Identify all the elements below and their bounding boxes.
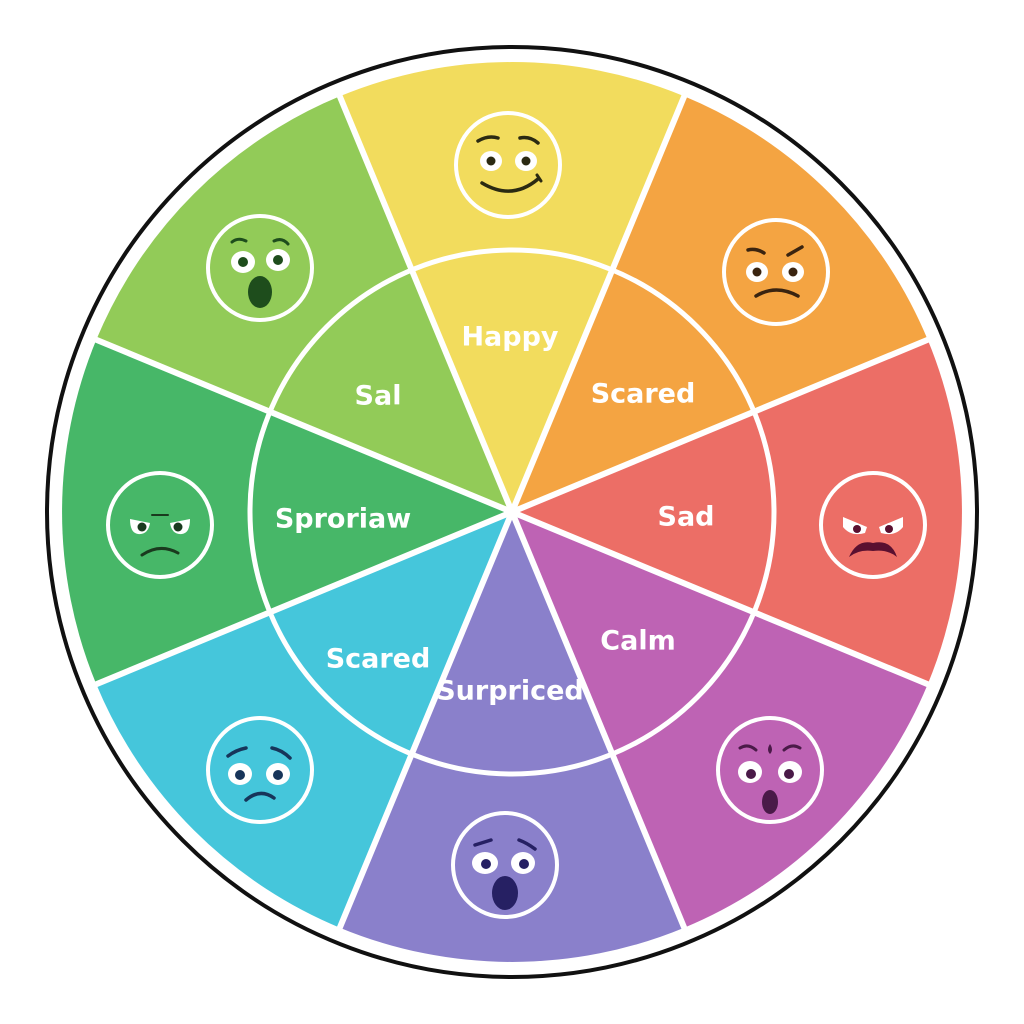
sector-divider — [93, 336, 514, 515]
sector-sal — [96, 96, 513, 513]
sector-surpriced — [339, 512, 685, 962]
sector-divider — [510, 509, 931, 688]
surprised-face-icon — [206, 214, 314, 322]
sector-sproriaw — [62, 339, 512, 685]
sector-label-sproriaw: Sproriaw — [275, 504, 411, 535]
sector-label-calm: Calm — [600, 626, 675, 657]
sector-scared-1 — [512, 96, 928, 513]
sector-label-scared-2: Scared — [326, 644, 431, 675]
inner-ring — [247, 247, 777, 777]
sector-divider — [509, 510, 688, 931]
sector-divider — [509, 93, 688, 514]
sector-label-sal: Sal — [355, 381, 402, 412]
labels-group: HappyScaredSadCalmSurpricedScaredSproria… — [275, 322, 715, 707]
dividers-group — [93, 93, 931, 931]
annoyed-face-icon — [722, 218, 830, 326]
sector-label-surpriced: Surpriced — [436, 676, 584, 707]
sector-divider — [93, 509, 514, 688]
faces-group — [106, 111, 927, 919]
sector-label-sad: Sad — [658, 502, 715, 533]
sector-divider — [336, 510, 515, 931]
sector-divider — [510, 336, 931, 515]
sector-divider — [336, 93, 515, 514]
sectors-group — [62, 62, 962, 962]
sector-calm — [512, 512, 928, 928]
sector-label-scared-1: Scared — [591, 379, 696, 410]
smiling-face-icon — [454, 111, 562, 219]
shocked-face-icon — [716, 716, 824, 824]
sector-happy — [339, 62, 685, 512]
worried-face-icon — [206, 716, 314, 824]
angry-face-icon — [819, 471, 927, 579]
sector-sad — [512, 339, 962, 685]
sector-scared-2 — [96, 512, 513, 928]
sector-label-happy: Happy — [461, 322, 558, 353]
grumpy-face-icon — [106, 471, 214, 579]
astonished-face-icon — [451, 811, 559, 919]
